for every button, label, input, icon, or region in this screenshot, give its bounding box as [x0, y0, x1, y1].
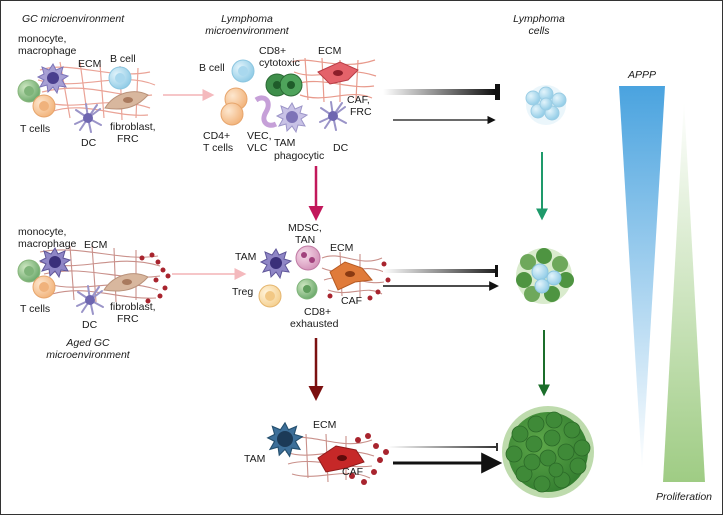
lymphoma-tumor-bottom-cluster	[502, 406, 594, 498]
lymphoma-b-cell-label: B cell	[199, 62, 225, 74]
inhibition-arrow-top	[383, 84, 500, 100]
inhibition-arrow-bottom	[388, 443, 498, 451]
aged-monocyte-label-1: monocyte,	[18, 226, 66, 238]
lymphoma-cells-top-cluster	[525, 85, 567, 125]
aged-ecm-red-dots	[139, 252, 171, 304]
tam-label: TAM	[274, 137, 295, 149]
vec-vlc-label-2: VLC	[247, 142, 268, 154]
aged-gc-title-line1: Aged GC	[65, 337, 110, 349]
mdsc-tan-cell	[295, 245, 321, 271]
lymphoma-dc-label: DC	[333, 142, 349, 154]
lymphoma-microenvironment-top-panel: B cell CD8+ cytotoxic ECM CAF, FRC CD4+ …	[199, 45, 377, 162]
aged-fibroblast-label-1: fibroblast,	[110, 301, 156, 313]
inhibition-arrow-mid	[383, 265, 498, 277]
aged-ecm-label: ECM	[84, 239, 107, 251]
aged-fibroblast-label-2: FRC	[117, 313, 139, 325]
lymphoma-microenvironment-title-line2: microenvironment	[205, 25, 290, 37]
tam-cell-dark	[267, 422, 303, 457]
gc-fibroblast-label-2: FRC	[117, 133, 139, 145]
proliferation-label: Proliferation	[656, 491, 712, 503]
vec-vlc-label-1: VEC,	[247, 130, 272, 142]
lymphoma-microenvironment-mid-panel: MDSC, TAN TAM ECM Treg CAF CD8+ exhauste…	[232, 222, 391, 330]
bottom-tam-label: TAM	[244, 453, 265, 465]
gc-ecm-label: ECM	[78, 58, 101, 70]
mid-caf-label: CAF	[341, 295, 362, 307]
aged-t-cells-label: T cells	[20, 303, 50, 315]
gc-dc-label: DC	[81, 137, 97, 149]
lymphoma-cells-title-line1: Lymphoma	[513, 13, 565, 25]
appp-label: APPP	[627, 69, 656, 81]
appp-gradient	[619, 86, 665, 470]
gc-monocyte-label-1: monocyte,	[18, 33, 66, 45]
treg-label: Treg	[232, 286, 253, 298]
lymphoma-cells-title-line2: cells	[528, 25, 550, 37]
cd8-label-2: cytotoxic	[259, 57, 300, 69]
gc-microenvironment-panel: monocyte, macrophage ECM B cell T cells …	[17, 33, 156, 149]
bottom-ecm-label: ECM	[313, 419, 336, 431]
caf-frc-label-2: FRC	[350, 106, 372, 118]
gc-b-cell-label: B cell	[110, 53, 136, 65]
cd8-label-1: CD8+	[259, 45, 286, 57]
mid-ecm-label: ECM	[330, 242, 353, 254]
aged-gc-panel: monocyte, macrophage ECM T cells DC fibr…	[17, 226, 171, 361]
gc-fibroblast-label-1: fibroblast,	[110, 121, 156, 133]
macrophage-cell	[37, 63, 69, 94]
tam-phagocytic-cell	[276, 102, 308, 133]
mid-tam-label: TAM	[235, 251, 256, 263]
dc-cell	[319, 101, 347, 131]
tam-cell	[260, 248, 292, 279]
bottom-caf-label: CAF	[342, 466, 363, 478]
aged-gc-title-line2: microenvironment	[46, 349, 131, 361]
cd8-exhausted-label-1: CD8+	[304, 306, 331, 318]
caf-frc-label-1: CAF,	[347, 94, 370, 106]
gc-monocyte-label-2: macrophage	[18, 45, 77, 57]
gc-microenvironment-title: GC microenvironment	[22, 13, 125, 25]
lymphoma-microenvironment-title-line1: Lymphoma	[221, 13, 273, 25]
gc-t-cells-label: T cells	[20, 123, 50, 135]
cd4-label-2: T cells	[203, 142, 233, 154]
cd4-t-cell-2	[220, 102, 244, 126]
lymphoma-microenvironment-bottom-panel: ECM TAM CAF	[244, 419, 389, 485]
tam-phagocytic-label: phagocytic	[274, 150, 324, 162]
mdsc-label-2: TAN	[295, 234, 315, 246]
cd8-exhausted-label-2: exhausted	[290, 318, 339, 330]
aged-monocyte-label-2: macrophage	[18, 238, 77, 250]
cd4-label-1: CD4+	[203, 130, 230, 142]
proliferation-gradient	[663, 100, 705, 482]
lymphoma-cells-mid-cluster	[516, 248, 574, 304]
vec-vlc-vessel	[254, 95, 278, 128]
aged-dc-label: DC	[82, 319, 98, 331]
aged-macrophage-cell	[39, 247, 71, 278]
mdsc-label-1: MDSC,	[288, 222, 322, 234]
lymphoma-ecm-label: ECM	[318, 45, 341, 57]
